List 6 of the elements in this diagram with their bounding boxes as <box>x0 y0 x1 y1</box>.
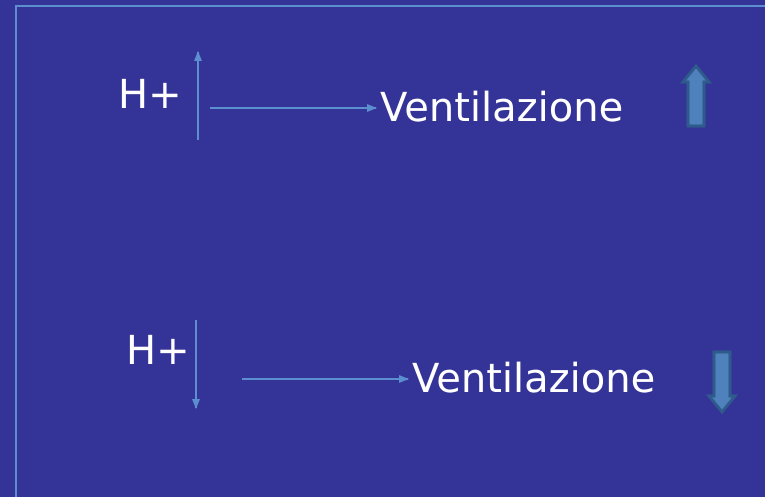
arrow <box>210 104 377 112</box>
arrow <box>242 375 409 383</box>
node-label: Ventilazione <box>412 356 656 402</box>
node-label: H+ <box>126 328 242 374</box>
node-label: Ventilazione <box>380 85 624 131</box>
node-label: H+ <box>118 72 210 118</box>
